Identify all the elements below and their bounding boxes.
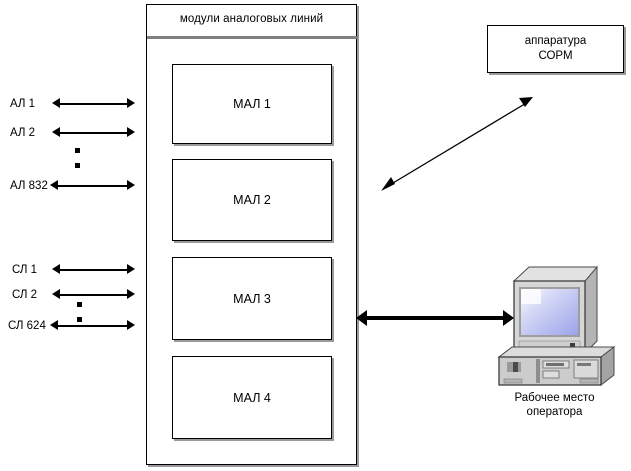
- trunk-line-label: СЛ 624: [8, 320, 46, 332]
- arrow-head-left-icon: [50, 320, 58, 330]
- connector-line: [56, 185, 130, 187]
- arrow-head-right-icon: [127, 320, 135, 330]
- workstation-caption-line-1: Рабочее место: [514, 392, 595, 404]
- arrow-head-left-icon: [52, 289, 60, 299]
- module-box-mal-1: МАЛ 1: [172, 64, 332, 144]
- analog-line-row-832: АЛ 832: [0, 178, 146, 194]
- connector-line: [58, 294, 130, 296]
- ellipsis-dot: [76, 302, 82, 307]
- trunk-line-row-1: СЛ 1: [0, 262, 146, 278]
- cabinet-header-divider: [147, 36, 358, 39]
- workstation-caption: Рабочее место оператора: [478, 391, 631, 419]
- module-label: МАЛ 4: [233, 390, 271, 405]
- arrow-head-right-icon: [127, 264, 135, 274]
- connector-line: [58, 269, 130, 271]
- module-box-mal-2: МАЛ 2: [172, 159, 332, 241]
- cabinet-to-sorm-arrow: [381, 97, 533, 191]
- arrow-head-right-icon: [127, 98, 135, 108]
- trunk-lines-ellipsis: [74, 302, 84, 332]
- ellipsis-dot: [74, 148, 80, 153]
- ellipsis-dot: [74, 163, 80, 168]
- trunk-line-row-624: СЛ 624: [0, 318, 146, 334]
- trunk-line-label: СЛ 1: [12, 264, 38, 276]
- module-label: МАЛ 3: [233, 291, 271, 306]
- arrow-head-left-icon: [356, 310, 367, 326]
- analog-line-row-2: АЛ 2: [0, 125, 146, 141]
- workstation-caption-line-2: оператора: [526, 406, 583, 418]
- connector-line: [56, 325, 130, 327]
- sorm-line-2: СОРМ: [538, 50, 573, 62]
- module-label: МАЛ 2: [233, 193, 271, 207]
- connector-line: [58, 103, 130, 105]
- arrow-head-right-icon: [127, 289, 135, 299]
- arrow-head-left-icon: [52, 98, 60, 108]
- analog-line-label: АЛ 832: [10, 180, 48, 192]
- sorm-equipment-box: аппаратура СОРМ: [487, 25, 624, 73]
- analog-line-label: АЛ 1: [10, 98, 36, 110]
- connector-line: [58, 132, 130, 134]
- arrow-head-right-icon: [127, 180, 135, 190]
- analog-line-row-1: АЛ 1: [0, 96, 146, 112]
- trunk-line-row-2: СЛ 2: [0, 287, 146, 303]
- analog-lines-ellipsis: [72, 148, 82, 178]
- module-box-mal-3: МАЛ 3: [172, 257, 332, 340]
- module-label: МАЛ 1: [233, 97, 271, 111]
- trunk-line-label: СЛ 2: [12, 289, 38, 301]
- arrow-head-left-icon: [52, 127, 60, 137]
- arrow-head-left-icon: [52, 264, 60, 274]
- cabinet-to-workstation-line: [364, 316, 504, 320]
- operator-workstation-icon: [497, 265, 616, 387]
- arrow-head-left-icon: [50, 180, 58, 190]
- arrow-head-right-icon: [503, 310, 514, 326]
- analog-line-label: АЛ 2: [10, 127, 36, 139]
- arrow-head-right-icon: [127, 127, 135, 137]
- ellipsis-dot: [76, 317, 82, 322]
- cabinet-title: модули аналоговых линий: [179, 13, 324, 25]
- sorm-line-1: аппаратура: [524, 35, 587, 47]
- module-box-mal-4: МАЛ 4: [172, 356, 332, 439]
